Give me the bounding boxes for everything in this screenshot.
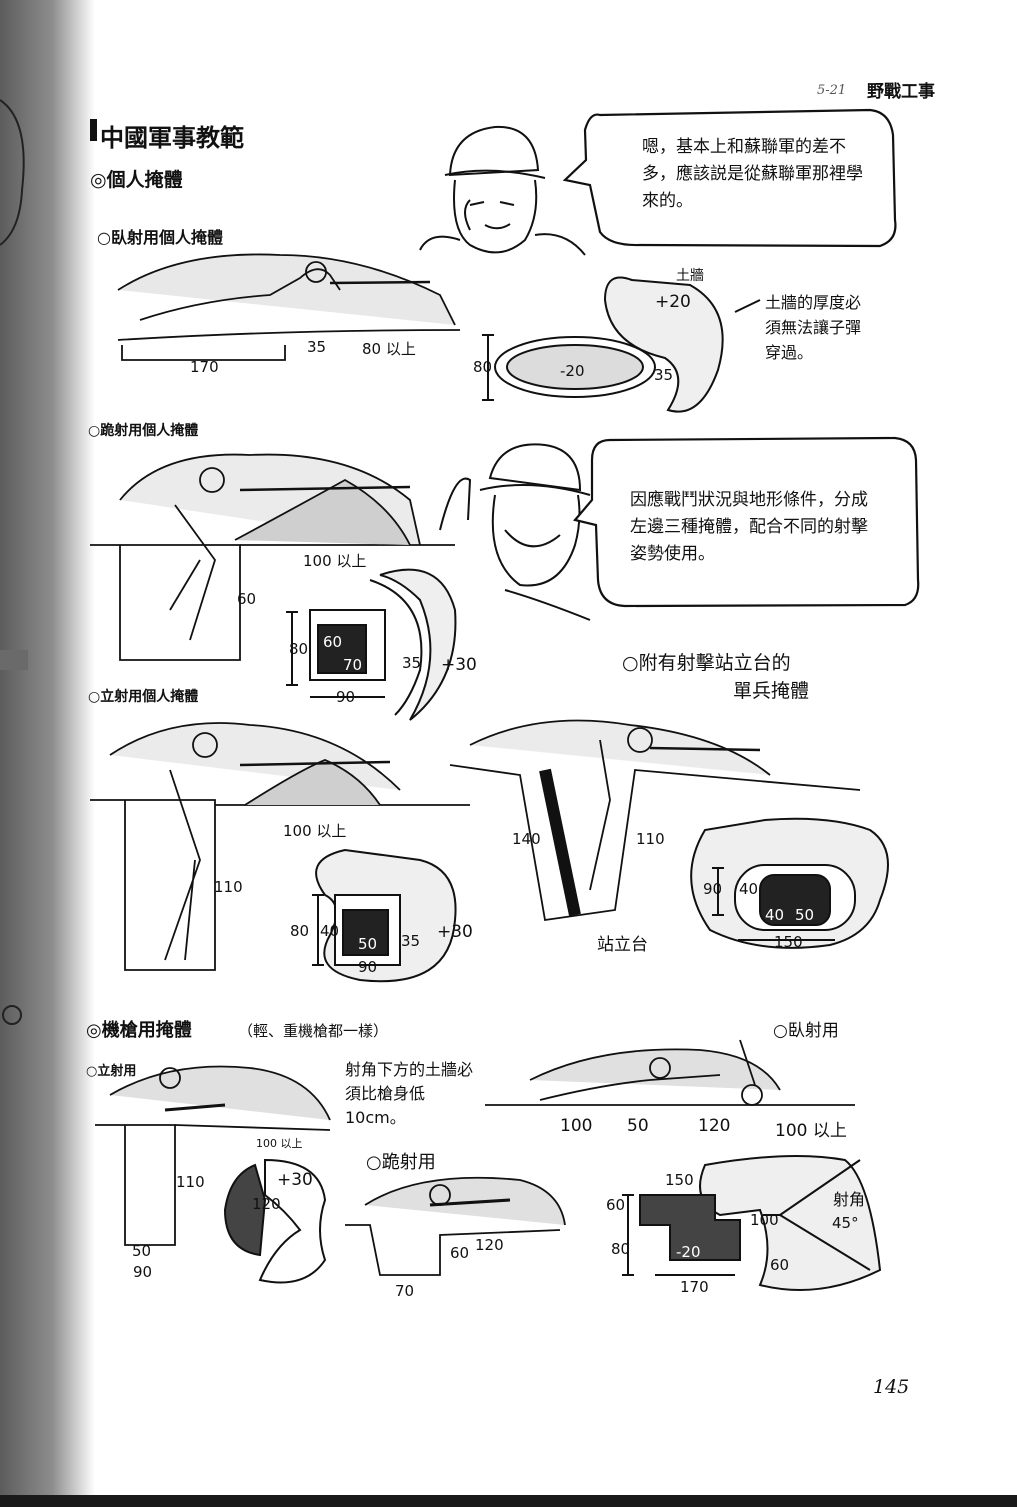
dim-mg-plan-angle: 45° [832,1214,859,1232]
facing-page-fragment [0,650,28,670]
dim-mg-plan-170: 170 [680,1278,709,1296]
dim-mg-standing-plan-120: 120 [252,1195,281,1213]
page-title: 中國軍事教範 [100,124,244,152]
dim-standing-depth: 110 [214,878,243,896]
speech-bubble-1 [562,108,897,248]
platform-foxhole-illustration [449,719,861,922]
dim-standing-plan-35: 35 [401,932,421,950]
dim-prone-80: 80 以上 [362,340,416,358]
kneeling-foxhole-illustration [90,453,455,661]
dim-mg-kneeling-70: 70 [395,1282,415,1300]
firing-angle-note: 射角下方的土牆必須比槍身低 10cm。 [345,1060,474,1127]
dim-platform-plan-50: 50 [795,906,815,924]
platform-foxhole-plan [690,817,889,949]
dim-standing-plan-80: 80 [290,922,310,940]
speech-bubble-2 [572,436,920,608]
mg-standing-illustration [95,1065,331,1246]
heading-individual: ◎個人掩體 [90,169,183,191]
dim-mg-plan-depth: -20 [676,1243,701,1261]
heading-standing: ○立射用個人掩體 [88,689,199,705]
standing-foxhole-plan [312,848,457,983]
dim-mg-standing-100: 100 以上 [256,1137,303,1150]
dim-platform-140: 140 [512,830,541,848]
dim-mg-plan-60b: 60 [770,1256,790,1274]
mg-prone-illustration [485,1039,855,1106]
dim-mg-plan-150: 150 [665,1171,694,1189]
dim-mg-plan-100: 100 [750,1211,779,1229]
dim-mg-plan-80: 80 [611,1240,631,1258]
dim-mg-prone-120: 120 [698,1116,731,1136]
dim-prone-plan-35: 35 [654,366,674,384]
dim-kneeling-plan-70: 70 [343,656,363,674]
bottom-edge [0,1495,1017,1507]
binding-shadow [0,0,95,1507]
mg-kneeling-illustration [345,1176,566,1276]
dim-mg-standing-depth: 110 [176,1173,205,1191]
prone-foxhole-plan [482,276,761,413]
dim-platform-plan-90: 90 [703,880,723,898]
dim-mg-standing-parapet: +30 [277,1170,313,1190]
heading-platform: ○附有射擊站立台的 [622,652,791,674]
dim-mg-prone-100: 100 [560,1116,593,1136]
dim-kneeling-100: 100 以上 [303,552,367,570]
mg-standing-plan [223,1158,327,1284]
heading-platform-line2: 單兵掩體 [733,680,810,702]
parapet-note: 土牆的厚度必須無法讓子彈穿過。 [765,293,862,362]
dim-standing-parapet: +30 [437,922,473,942]
dim-prone-plan-80: 80 [473,358,493,376]
dim-kneeling-plan-35: 35 [402,654,422,672]
dim-mg-kneeling-120: 120 [475,1236,504,1254]
kneeling-foxhole-plan [286,568,457,721]
dim-mg-plan-60: 60 [606,1196,626,1214]
dim-mg-prone-50: 50 [627,1116,649,1136]
heading-mg-standing: ○立射用 [86,1064,137,1079]
heading-mg-kneeling: ○跪射用 [366,1152,436,1173]
dim-mg-prone-100plus: 100 以上 [775,1121,847,1141]
officer-portrait-1 [419,125,586,256]
dim-mg-kneeling-60: 60 [450,1244,470,1262]
mg-prone-plan [622,1155,882,1291]
dim-prone-plan-depth: -20 [560,362,585,380]
firing-angle-label: 射角 [833,1190,866,1209]
dim-prone-parapet: +20 [655,292,691,312]
dim-standing-plan-50: 50 [358,935,378,953]
platform-label: 站立台 [597,935,648,955]
dim-mg-standing-90: 90 [133,1263,153,1281]
heading-kneeling: ○跪射用個人掩體 [88,423,199,439]
dim-kneeling-plan-60: 60 [323,633,343,651]
dim-standing-plan-90: 90 [358,958,378,976]
dim-kneeling-plan-80: 80 [289,640,309,658]
heading-mg-prone: ○臥射用 [773,1021,839,1041]
dim-kneeling-depth: 60 [237,590,257,608]
dim-platform-plan-40a: 40 [739,880,759,898]
dim-prone-length: 170 [190,358,219,376]
facing-page-fragment [2,1005,22,1025]
dim-standing-plan-40: 40 [320,922,340,940]
heading-prone: ○臥射用個人掩體 [97,228,223,247]
section-title: 野戰工事 [867,82,935,102]
parapet-label: 土牆 [676,268,704,284]
title-marker [90,119,97,141]
dim-standing-100: 100 以上 [283,822,347,840]
dim-platform-110: 110 [636,830,665,848]
dim-platform-plan-150: 150 [774,933,803,951]
dim-platform-plan-40b: 40 [765,906,785,924]
speech-bubble-1-text: 嗯，基本上和蘇聯軍的差不多，應該説是從蘇聯軍那裡學來的。 [642,137,863,211]
page-code: 5-21 [817,83,847,98]
prone-foxhole-illustration [117,253,461,361]
dim-mg-standing-50: 50 [132,1242,152,1260]
dim-prone-35: 35 [307,338,327,356]
page-number: 145 [873,1376,910,1398]
machine-gun-note: （輕、重機槍都一樣） [238,1022,389,1040]
speech-bubble-2-text: 因應戰鬥狀況與地形條件，分成左邊三種掩體，配合不同的射擊姿勢使用。 [630,490,868,564]
standing-foxhole-illustration [90,722,470,971]
dim-kneeling-plan-90: 90 [336,688,356,706]
officer-portrait-2 [439,443,591,621]
facing-page-fragment [0,99,25,246]
dim-kneeling-parapet: +30 [441,655,477,675]
heading-machine-gun: ◎機槍用掩體 [86,1020,192,1041]
